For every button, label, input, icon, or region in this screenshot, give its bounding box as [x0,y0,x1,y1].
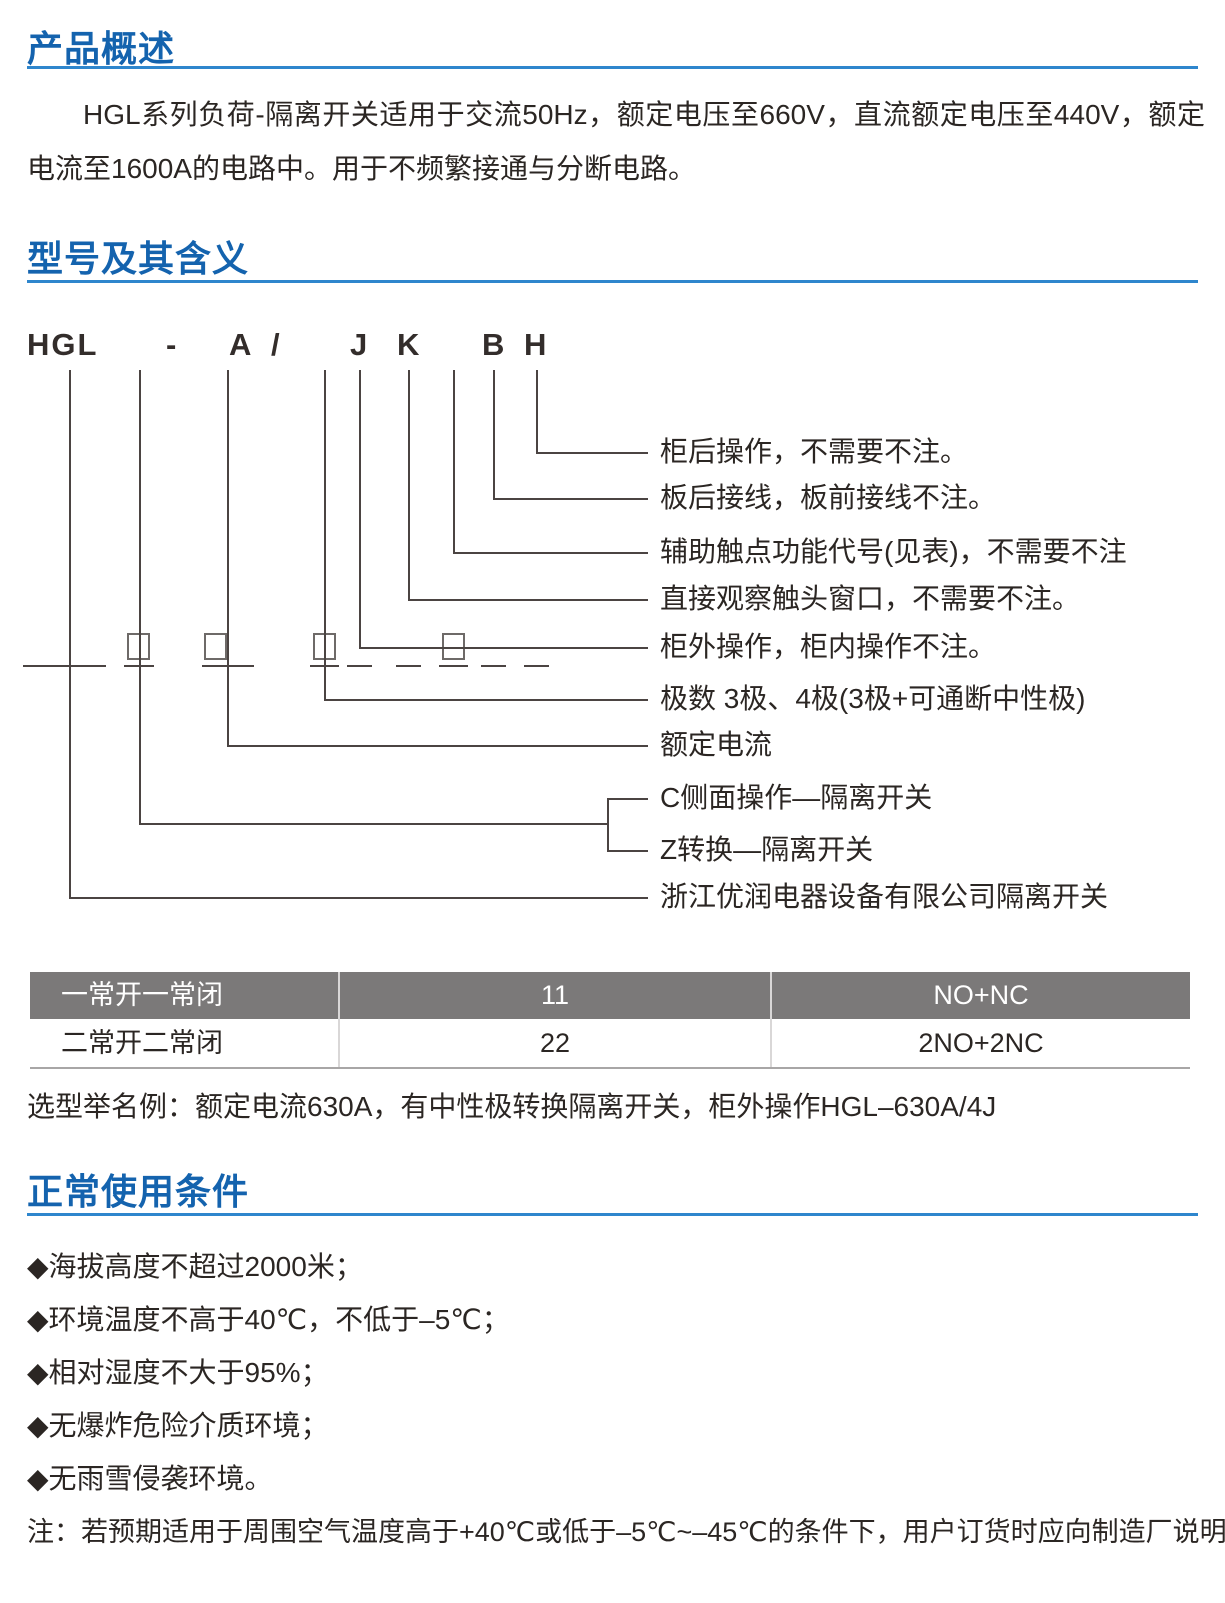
connector-line [139,370,141,825]
connector-line [324,370,326,701]
code-underline [481,665,506,667]
code-underline [23,665,106,667]
code-box-aux [442,633,465,660]
code-prefix: HGL [27,327,99,362]
code-label-rear-operation: 柜后操作，不需要不注。 [660,436,969,467]
connector-line [139,823,609,825]
code-label-c-side-operation: C侧面操作—隔离开关 [660,782,933,813]
list-item: ◆无爆炸危险介质环境； [27,1410,329,1441]
connector-line [359,647,648,649]
overview-section-title: 产品概述 [27,28,176,69]
table-cell: 二常开二常闭 [61,1028,223,1058]
code-letter-j: J [350,327,370,362]
connector-line [453,370,455,554]
code-label-poles: 极数 3极、4极(3极+可通断中性极) [660,683,1086,714]
list-item: ◆环境温度不高于40℃，不低于–5℃； [27,1304,510,1335]
code-slash: / [271,327,282,362]
connector-line [536,370,538,454]
connector-line [408,599,648,601]
table-cell: 一常开一常闭 [61,980,223,1010]
table-cell: NO+NC [770,972,1190,1019]
code-underline [396,665,421,667]
code-label-company: 浙江优润电器设备有限公司隔离开关 [660,881,1109,912]
list-item: ◆海拔高度不超过2000米； [27,1251,363,1282]
table-row: 二常开二常闭 22 2NO+2NC [30,1019,1190,1069]
connector-line [408,370,410,601]
code-letter-b: B [482,327,507,362]
connector-line [324,699,648,701]
code-label-aux-contact: 辅助触点功能代号(见表)，不需要不注 [660,536,1127,567]
code-box-current [204,633,227,660]
model-section-title: 型号及其含义 [27,238,250,279]
bracket-line [607,798,609,852]
code-label-contact-window: 直接观察触头窗口，不需要不注。 [660,583,1081,614]
code-letter-h: H [524,327,549,362]
table-cell: 2NO+2NC [770,1019,1190,1067]
conditions-note: 注：若预期适用于周围空气温度高于+40℃或低于–5℃~–45℃的条件下，用户订货… [27,1517,1225,1547]
table-cell: 22 [338,1019,770,1067]
aux-contact-table: 一常开一常闭 11 NO+NC 二常开二常闭 22 2NO+2NC [30,972,1190,1069]
connector-line [359,370,361,649]
connector-line [536,452,648,454]
code-label-rear-wiring: 板后接线，板前接线不注。 [660,482,997,513]
connector-line [227,745,648,747]
code-underline [439,665,468,667]
list-item: ◆相对湿度不大于95%； [27,1357,329,1388]
bracket-line [607,798,648,800]
code-label-outside-operation: 柜外操作，柜内操作不注。 [660,631,997,662]
connector-line [227,370,229,747]
connector-line [69,897,648,899]
code-dash: - [166,327,179,362]
code-underline [524,665,549,667]
connector-line [453,552,648,554]
table-cell: 11 [338,972,770,1019]
code-underline [347,665,372,667]
section-rule [27,280,1198,283]
model-code-diagram: HGL - A / J K B H [0,300,1225,945]
code-label-rated-current: 额定电流 [660,729,773,760]
connector-line [493,498,648,500]
section-rule [27,1213,1198,1216]
conditions-list: ◆海拔高度不超过2000米； ◆环境温度不高于40℃，不低于–5℃； ◆相对湿度… [27,1240,1205,1505]
code-box-frame [127,633,150,660]
selection-example: 选型举名例：额定电流630A，有中性极转换隔离开关，柜外操作HGL–630A/4… [27,1091,997,1122]
code-label-z-transfer: Z转换—隔离开关 [660,834,874,865]
conditions-section-title: 正常使用条件 [27,1171,250,1212]
connector-line [69,370,71,899]
section-rule [27,66,1198,69]
connector-line [493,370,495,500]
table-row: 一常开一常闭 11 NO+NC [30,972,1190,1019]
overview-paragraph: HGL系列负荷-隔离开关适用于交流50Hz，额定电压至660V，直流额定电压至4… [27,99,1205,184]
code-letter-a: A [229,327,254,362]
list-item: ◆无雨雪侵袭环境。 [27,1463,273,1494]
code-letter-k: K [397,327,422,362]
bracket-line [607,850,648,852]
